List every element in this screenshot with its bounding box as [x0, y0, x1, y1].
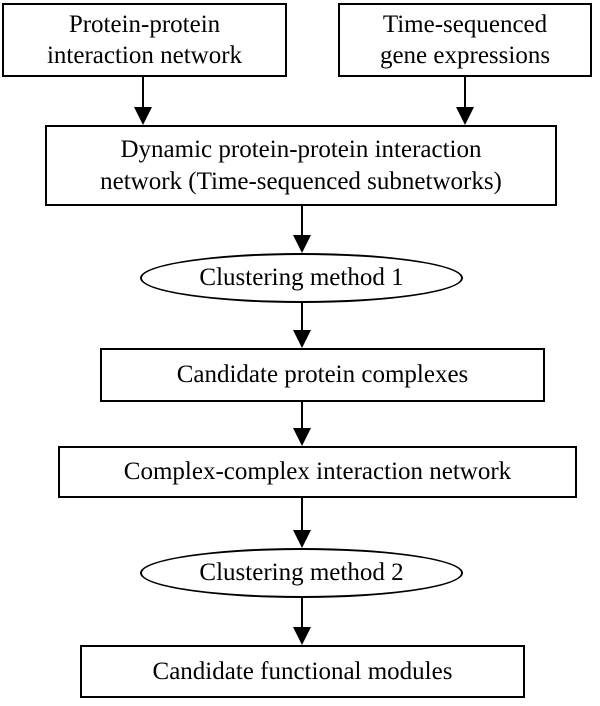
arrow-stem	[301, 402, 303, 432]
node-clustering-method-1: Clustering method 1	[140, 253, 463, 303]
arrowhead	[293, 428, 311, 446]
arrow-stem	[301, 598, 303, 631]
node-label-line: Candidate functional modules	[152, 657, 453, 685]
node-label-line: Time-sequenced	[382, 10, 548, 38]
node-label-line: Clustering method 1	[199, 264, 404, 292]
node-clustering-method-2: Clustering method 2	[140, 548, 463, 598]
node-label-line: network (Time-sequenced subnetworks)	[100, 167, 502, 195]
node-label-line: interaction network	[46, 42, 243, 69]
arrow-dynamic-to-clustering1	[293, 206, 311, 253]
arrow-stem	[142, 77, 144, 111]
arrow-stem	[301, 206, 303, 239]
arrow-stem	[301, 303, 303, 334]
arrow-ccin-to-clustering2	[293, 498, 311, 548]
node-label-line: Complex-complex interaction network	[123, 458, 512, 486]
arrowhead	[456, 107, 474, 125]
arrow-clustering2-to-modules	[293, 598, 311, 645]
node-label-line: gene expressions	[379, 42, 551, 69]
node-label-line: Candidate protein complexes	[176, 361, 469, 389]
arrowhead	[293, 530, 311, 548]
node-dynamic-ppi-network: Dynamic protein-protein interaction netw…	[45, 125, 557, 206]
arrowhead	[293, 330, 311, 348]
arrow-complexes-to-ccin	[293, 402, 311, 446]
arrow-stem	[301, 498, 303, 534]
arrowhead	[293, 627, 311, 645]
arrow-ppi-to-dynamic	[134, 77, 152, 125]
arrowhead	[134, 107, 152, 125]
node-label-line: Protein-protein	[68, 10, 221, 38]
arrowhead	[293, 235, 311, 253]
node-label-line: Clustering method 2	[199, 559, 404, 587]
arrow-stem	[464, 77, 466, 111]
node-complex-complex-interaction-network: Complex-complex interaction network	[58, 446, 577, 498]
node-candidate-functional-modules: Candidate functional modules	[80, 645, 525, 698]
arrow-gene-to-dynamic	[456, 77, 474, 125]
node-label-line: Dynamic protein-protein interaction	[120, 136, 482, 163]
node-time-sequenced-gene-expressions: Time-sequenced gene expressions	[338, 3, 592, 77]
node-protein-protein-interaction-network: Protein-protein interaction network	[2, 3, 287, 77]
node-candidate-protein-complexes: Candidate protein complexes	[100, 348, 545, 402]
arrow-clustering1-to-complexes	[293, 303, 311, 348]
